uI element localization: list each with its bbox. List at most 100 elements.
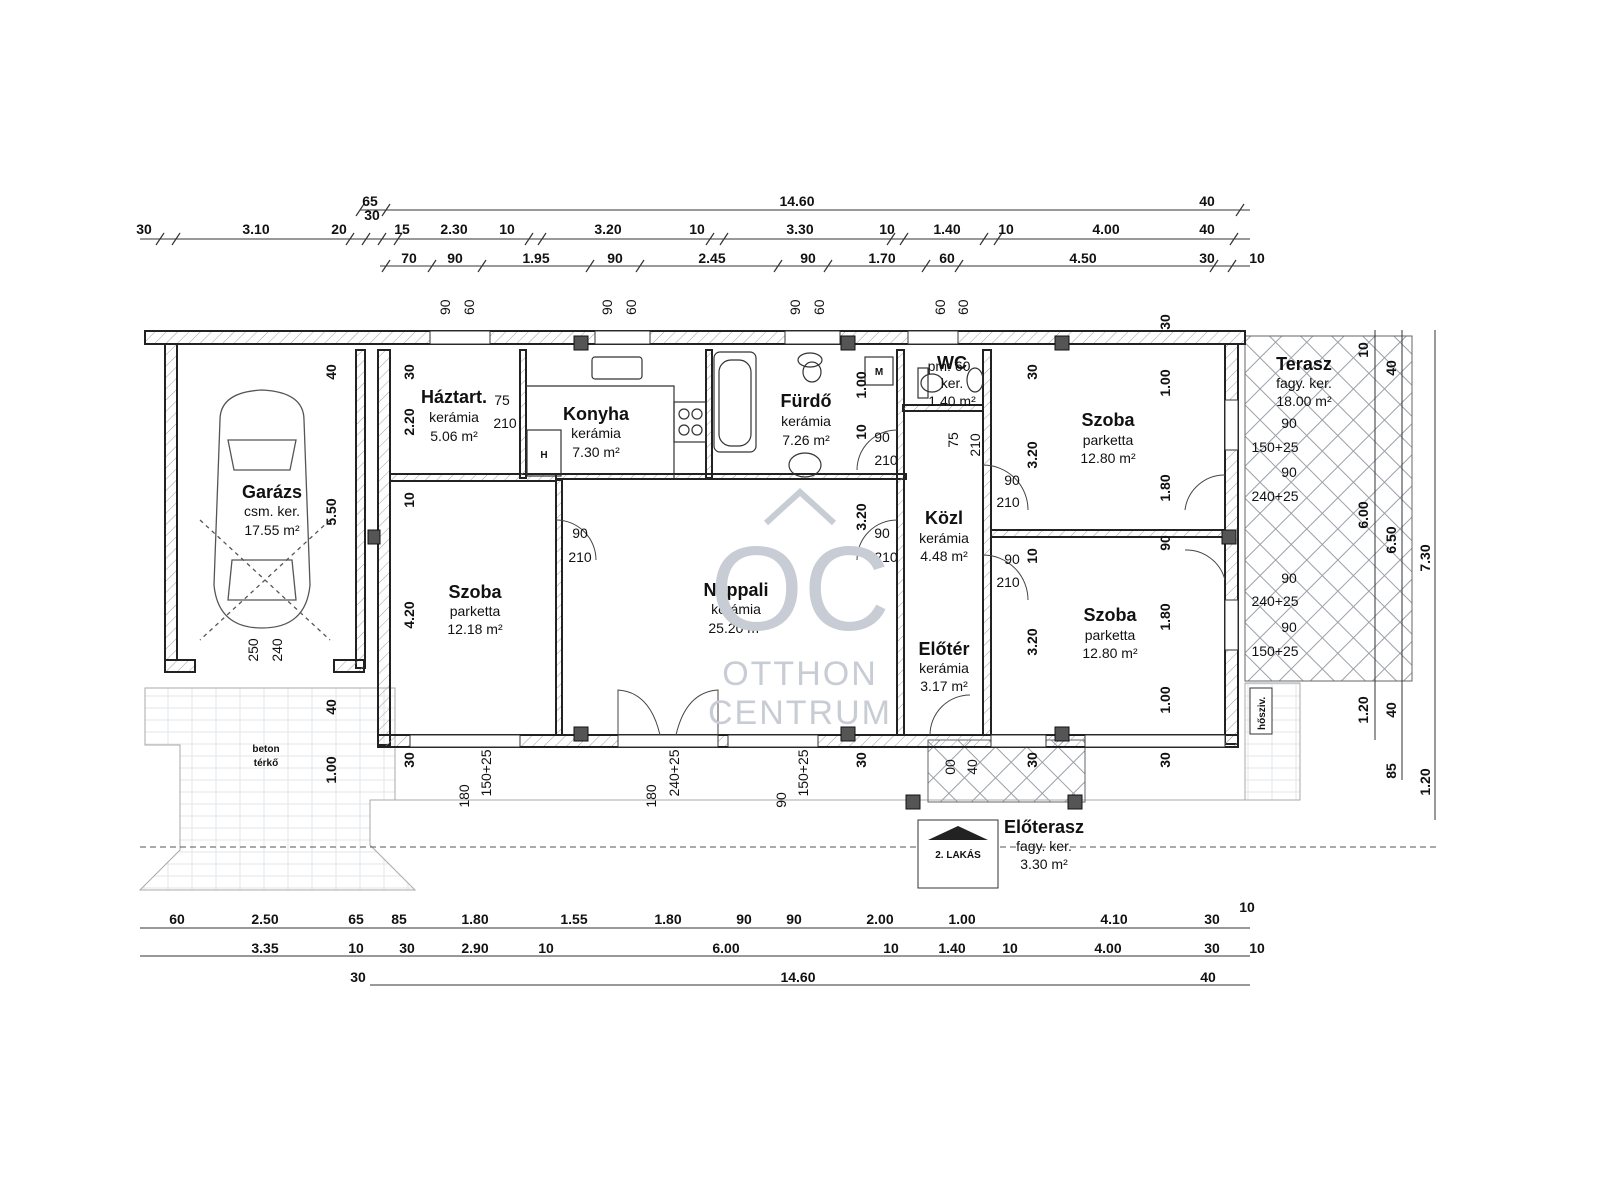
dim-interior-dims-bed-ne-side-3: 1.80 [1157, 474, 1173, 501]
dim-openings-win-terrace-4-0: 90 [1281, 619, 1297, 635]
bed-w-floor: parketta [450, 603, 501, 619]
dimension-ticks-top [155, 203, 1245, 273]
bed-w-area: 12.18 m² [447, 621, 503, 637]
dim-dimensions-bottom-row1-13: 10 [1239, 899, 1255, 915]
hall-name: Előtér [918, 639, 969, 659]
dim-openings-win-terrace-1-1: 150+25 [1251, 439, 1298, 455]
dim-dimensions-bottom-row1-2: 65 [348, 911, 364, 927]
dim-interior-dims-bed-se-side-0: 10 [1024, 548, 1040, 564]
win-dim-5: 90 [787, 299, 803, 315]
dim-dimensions-bottom-row2-4: 10 [538, 940, 554, 956]
dim-top-r2-8: 10 [689, 221, 705, 237]
dim-top-r3-1: 90 [447, 250, 463, 266]
heater-box [1249, 687, 1273, 735]
dim-top-r2-9: 3.30 [786, 221, 813, 237]
dim-dimensions-bottom-row2-8: 10 [1002, 940, 1018, 956]
dim-top-r2-3: 30 [364, 207, 380, 223]
dim-interior-dims-bed-w-side-0: 4.20 [401, 601, 417, 628]
porch-hatch [927, 739, 1086, 803]
dim-top-r2-13: 4.00 [1092, 221, 1119, 237]
dim-openings-door-corridor-0: 90 [874, 525, 890, 541]
dim-dimensions-bottom-row2-2: 30 [399, 940, 415, 956]
bed-ne-name: Szoba [1081, 410, 1135, 430]
terrace-name: Terasz [1276, 354, 1332, 374]
wc-name: WC [937, 353, 967, 373]
dim-openings-door-wc-0: 75 [945, 432, 961, 448]
door-swings [555, 429, 1226, 736]
hob-label: H [540, 450, 547, 461]
room-bedroom-w: Szoba parketta 12.18 m² [447, 582, 503, 637]
dim-top-r2-6: 10 [499, 221, 515, 237]
win-dim-1: 90 [437, 299, 453, 315]
room-bedroom-se: Szoba parketta 12.80 m² [1082, 605, 1138, 661]
dim-dimensions-bottom-row2-7: 1.40 [938, 940, 965, 956]
hall-area: 3.17 m² [920, 678, 968, 694]
dim-openings-entry-door-1: 40 [964, 759, 980, 775]
living-name: Nappali [703, 580, 768, 600]
dim-dimensions-right-8: 1.20 [1417, 768, 1433, 795]
dim-dimensions-right-3: 6.50 [1383, 526, 1399, 553]
dim-openings-door-bed-w-1: 210 [568, 549, 592, 565]
dim-openings-door-bath-0: 90 [874, 429, 890, 445]
bath-name: Fürdő [781, 391, 832, 411]
dim-top-r2-14: 40 [1199, 221, 1215, 237]
bed-se-name: Szoba [1083, 605, 1137, 625]
dim-dimensions-bottom-row2-10: 30 [1204, 940, 1220, 956]
dim-openings-door-wc-1: 210 [967, 433, 983, 457]
bath-fixtures [713, 351, 894, 478]
dim-dimensions-bottom-row2-3: 2.90 [461, 940, 488, 956]
kitchen-area: 7.30 m² [572, 444, 620, 460]
dim-dimensions-bottom-row1-10: 1.00 [948, 911, 975, 927]
wc-fixtures [917, 367, 984, 399]
room-bath: Fürdő kerámia 7.26 m² [781, 391, 832, 448]
living-area: 25.20 m² [708, 620, 764, 636]
garage-area: 17.55 m² [244, 522, 300, 538]
dim-openings-door-bed-ne-1: 210 [996, 494, 1020, 510]
dim-dimensions-bottom-row3-0: 30 [350, 969, 366, 985]
bed-w-name: Szoba [448, 582, 502, 602]
dim-dimensions-bottom-row2-1: 10 [348, 940, 364, 956]
dim-dimensions-right-1: 40 [1383, 360, 1399, 376]
dim-dimensions-bottom-row2-5: 6.00 [712, 940, 739, 956]
watermark-line1: OTTHON [722, 655, 878, 693]
dim-interior-dims-bath-side-2: 3.20 [853, 503, 869, 530]
dim-top-r2-7: 3.20 [594, 221, 621, 237]
dim-top-r2-2: 20 [331, 221, 347, 237]
dim-openings-front-win-2-0: 180 [643, 784, 659, 808]
dim-top-r3-4: 2.45 [698, 250, 725, 266]
dim-dimensions-bottom-row1-8: 90 [786, 911, 802, 927]
dim-interior-dims-bed-se-side-3: 1.80 [1157, 603, 1173, 630]
hall-floor: kerámia [919, 660, 969, 676]
dimension-labels-right: 10 40 6.00 6.50 7.30 1.20 40 85 1.20 [1355, 342, 1433, 796]
room-hall: Előtér kerámia 3.17 m² [918, 639, 969, 694]
dim-openings-door-bed-se-1: 210 [996, 574, 1020, 590]
dim-dimensions-bottom-row3-2: 40 [1200, 969, 1216, 985]
porch-floor: fagy. ker. [1016, 838, 1072, 854]
kitchen-floor: kerámia [571, 425, 621, 441]
dim-openings-door-utility-1: 210 [493, 415, 517, 431]
dim-interior-dims-bed-se-side-1: 3.20 [1024, 628, 1040, 655]
dimension-lines-top [140, 209, 1250, 267]
utility-area: 5.06 m² [430, 428, 478, 444]
win-dim-7: 60 [932, 299, 948, 315]
dim-openings-win-terrace-2-0: 90 [1281, 464, 1297, 480]
dim-interior-dims-utility-side-0: 30 [401, 364, 417, 380]
dim-top-r3-3: 90 [607, 250, 623, 266]
dim-interior-dims-bed-se-side-4: 1.00 [1157, 686, 1173, 713]
dim-dimensions-bottom-row1-6: 1.80 [654, 911, 681, 927]
dim-top-r2-12: 10 [998, 221, 1014, 237]
entrance-arrow-icon [928, 826, 988, 840]
dim-openings-garage-door-1: 240 [269, 638, 285, 662]
dim-openings-front-win-1-1: 150+25 [478, 749, 494, 796]
dim-dimensions-right-5: 1.20 [1355, 696, 1371, 723]
dim-top-r2-1: 3.10 [242, 221, 269, 237]
dim-dimensions-bottom-row2-0: 3.35 [251, 940, 278, 956]
dimension-labels-bottom: 60 2.50 65 85 1.80 1.55 1.80 90 90 2.00 … [169, 899, 1265, 985]
dim-interior-dims-bath-side-0: 1.00 [853, 371, 869, 398]
dim-top-r3-6: 1.70 [868, 250, 895, 266]
dim-openings-win-terrace-2-1: 240+25 [1251, 488, 1298, 504]
garage-name: Garázs [242, 482, 302, 502]
bath-floor: kerámia [781, 413, 831, 429]
dim-top-r2-11: 1.40 [933, 221, 960, 237]
dim-interior-dims-garage-side-2: 40 [323, 699, 339, 715]
